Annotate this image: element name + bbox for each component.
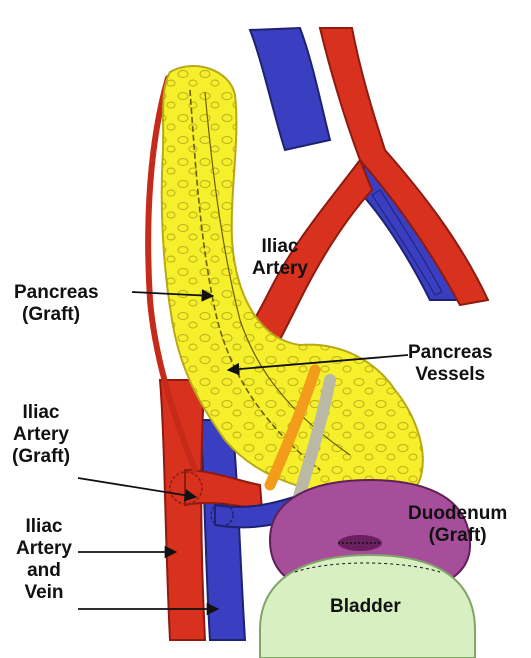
label-iliac-artery-graft-line3: (Graft): [12, 446, 70, 468]
label-duodenum-graft: Duodenum (Graft): [408, 503, 507, 547]
label-pancreas-vessels-line2: Vessels: [408, 364, 493, 386]
label-iliac-artery-top-line1: Iliac: [252, 236, 308, 258]
label-pancreas-graft: Pancreas (Graft): [14, 282, 99, 326]
label-bladder-line1: Bladder: [330, 596, 401, 618]
label-bladder: Bladder: [330, 596, 401, 618]
label-iliac-artery-vein-line2: Artery: [16, 538, 72, 560]
iliac-artery-lower: [160, 380, 205, 640]
label-duodenum-graft-line2: (Graft): [408, 525, 507, 547]
label-iliac-artery-graft-line2: Artery: [12, 424, 70, 446]
label-iliac-artery-vein-line3: and: [16, 560, 72, 582]
label-pancreas-vessels: Pancreas Vessels: [408, 342, 493, 386]
label-iliac-artery-vein: Iliac Artery and Vein: [16, 516, 72, 604]
label-iliac-artery-top-line2: Artery: [252, 258, 308, 280]
iliac-artery-upper: [320, 28, 488, 305]
label-pancreas-graft-line2: (Graft): [14, 304, 99, 326]
label-iliac-artery-graft-line1: Iliac: [12, 402, 70, 424]
label-pancreas-graft-line1: Pancreas: [14, 282, 99, 304]
iliac-vein-upper: [250, 28, 330, 150]
label-duodenum-graft-line1: Duodenum: [408, 503, 507, 525]
label-pancreas-vessels-line1: Pancreas: [408, 342, 493, 364]
label-iliac-artery-vein-line1: Iliac: [16, 516, 72, 538]
label-iliac-artery-top: Iliac Artery: [252, 236, 308, 280]
label-iliac-artery-graft: Iliac Artery (Graft): [12, 402, 70, 468]
label-iliac-artery-vein-line4: Vein: [16, 582, 72, 604]
